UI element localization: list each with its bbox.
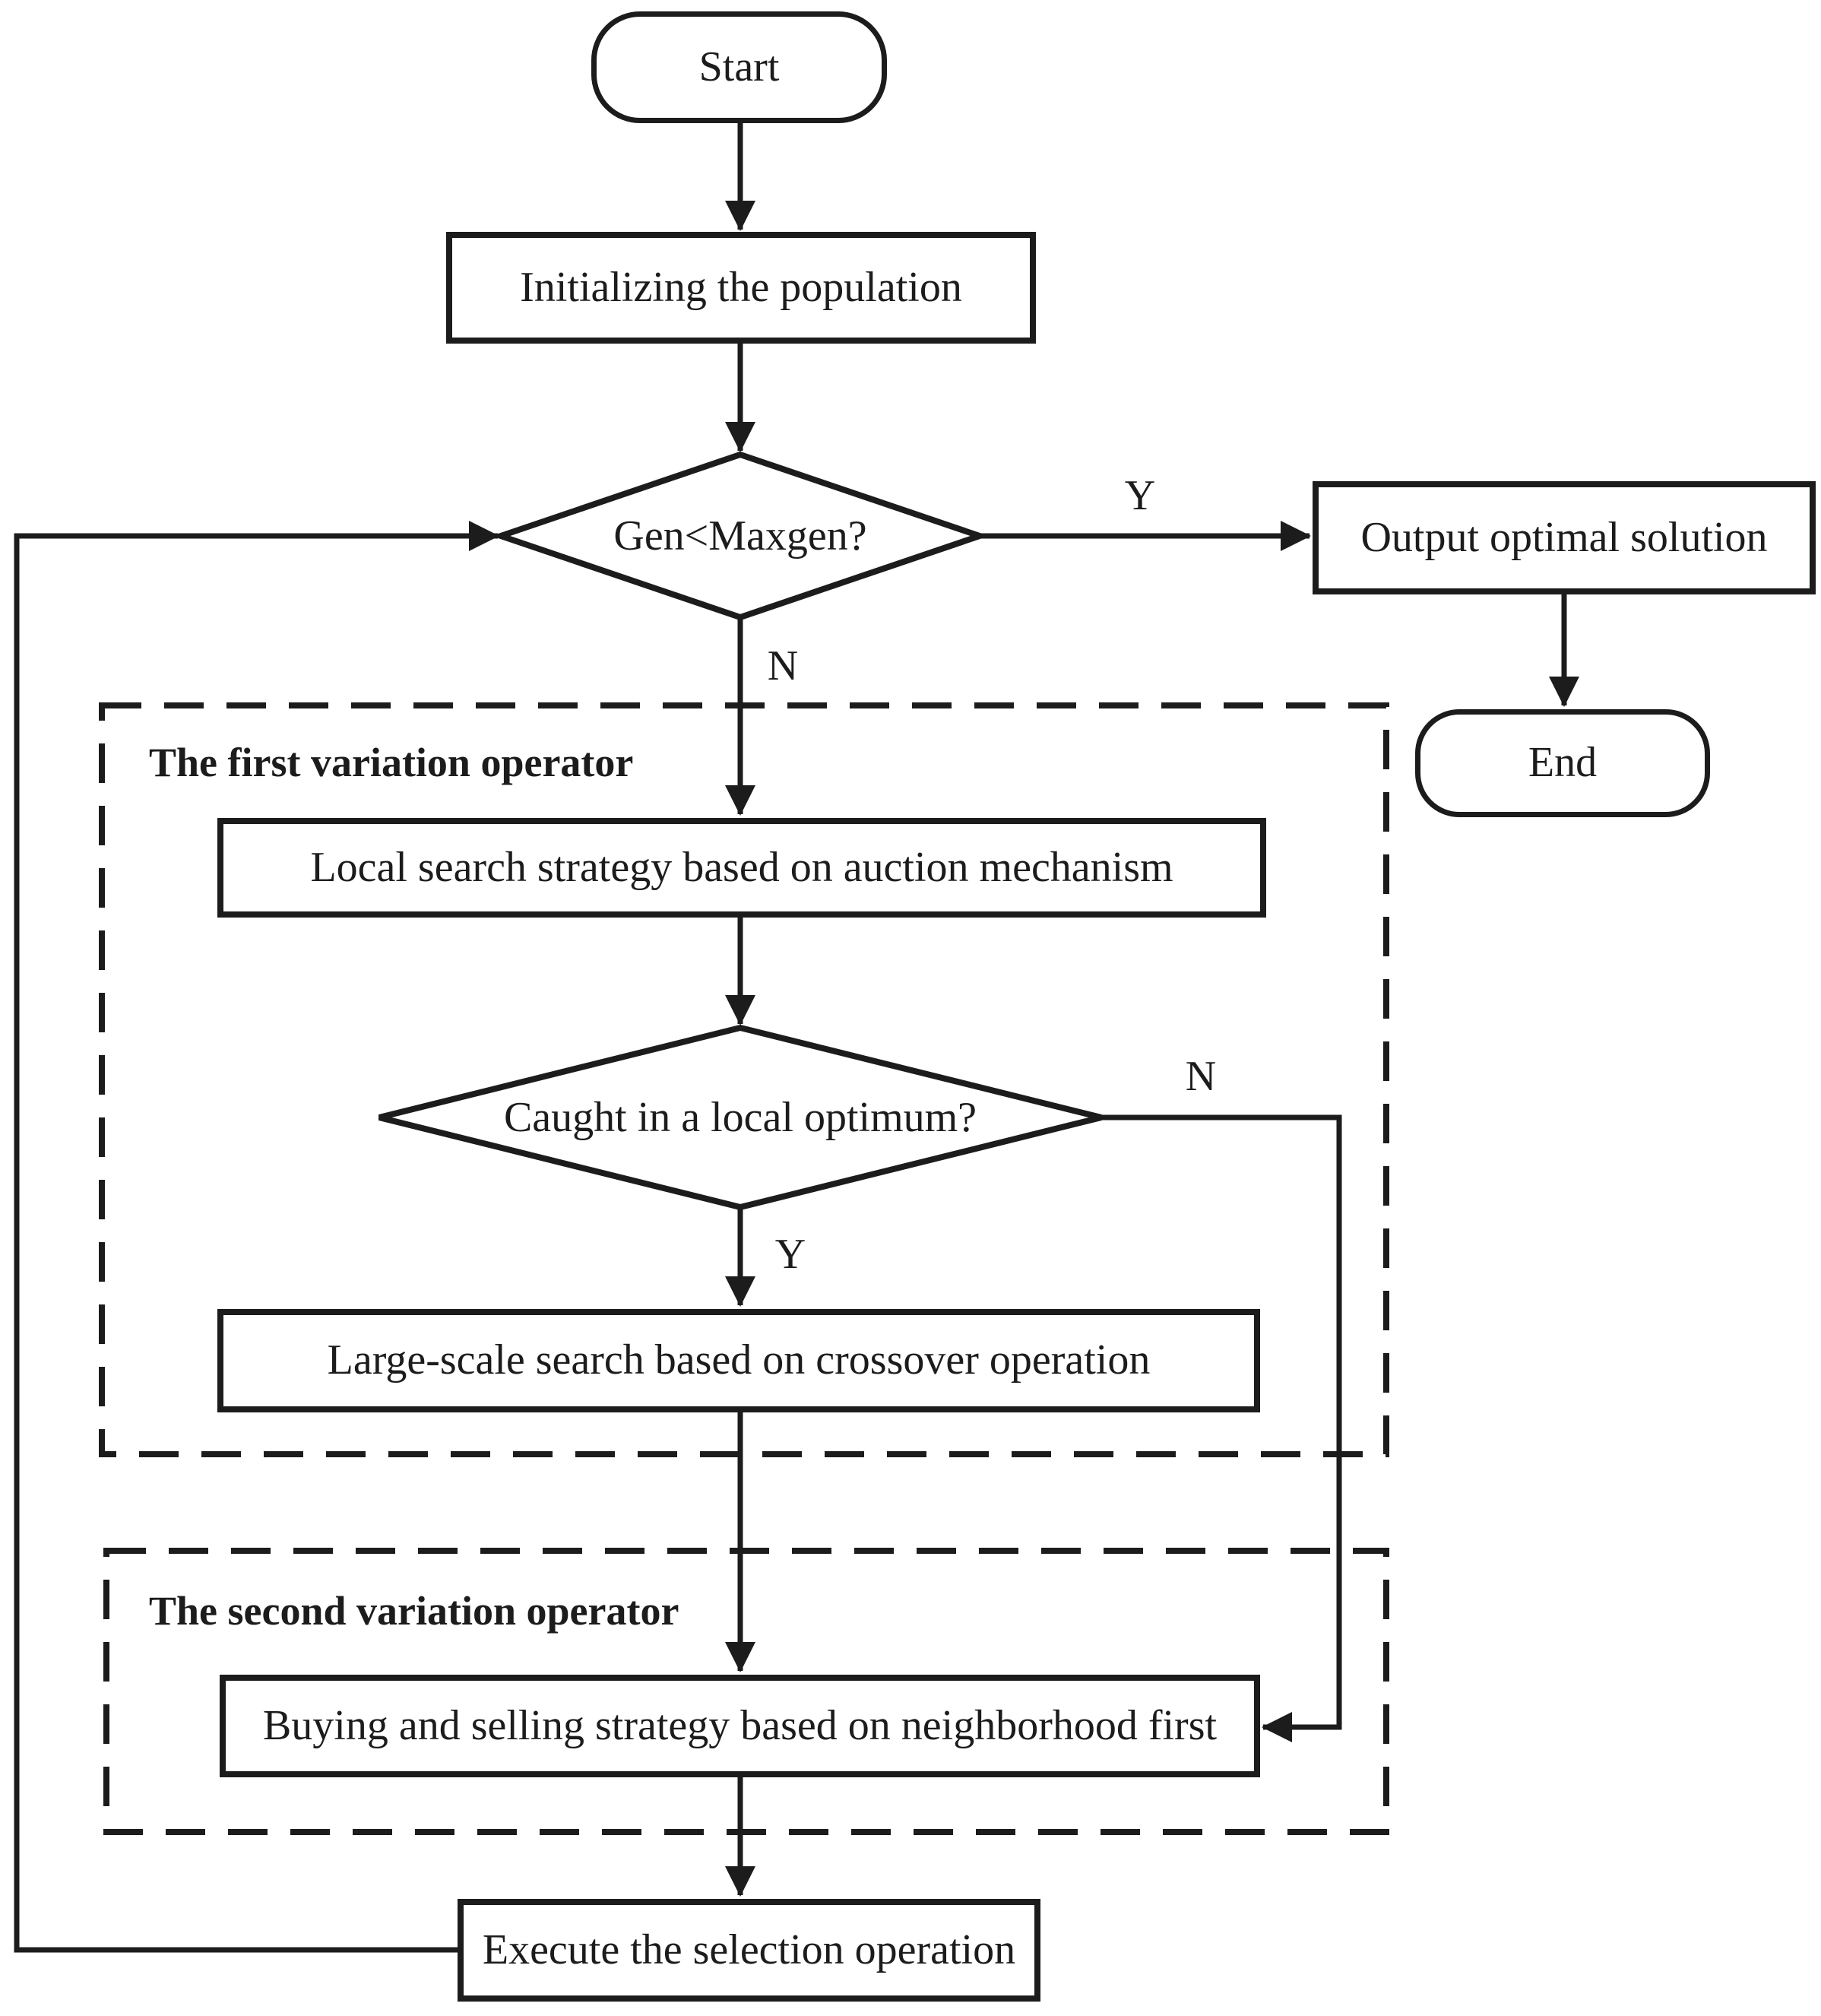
edge-label-optimum-no: N (1185, 1053, 1217, 1100)
decision-gen-check-label: Gen<Maxgen? (613, 512, 867, 559)
node-local-search-strategy: Local search strategy based on auction m… (217, 818, 1266, 918)
group-title-second-variation-operator: The second variation operator (149, 1588, 679, 1634)
node-output-optimal-solution-label: Output optimal solution (1360, 513, 1768, 561)
node-large-scale-search-label: Large-scale search based on crossover op… (327, 1336, 1151, 1384)
node-local-search-strategy-label: Local search strategy based on auction m… (310, 843, 1173, 891)
node-initialize-population: Initializing the population (446, 232, 1036, 344)
node-large-scale-search: Large-scale search based on crossover op… (217, 1309, 1260, 1412)
node-initialize-population-label: Initializing the population (520, 263, 962, 311)
node-execute-selection-label: Execute the selection operation (482, 1926, 1016, 1973)
node-buying-selling-strategy: Buying and selling strategy based on nei… (220, 1675, 1260, 1777)
group-box-second-variation-operator (103, 1548, 1389, 1835)
group-box-first-variation-operator (99, 702, 1389, 1457)
node-output-optimal-solution: Output optimal solution (1313, 481, 1816, 594)
edge-label-gen-no: N (767, 642, 799, 689)
group-title-first-variation-operator: The first variation operator (149, 740, 634, 785)
node-start: Start (591, 11, 887, 123)
edge-optimum-check-no-to-buy-sell (1099, 1114, 1342, 1742)
edge-label-gen-yes: Y (1124, 472, 1156, 519)
decision-optimum-check-label: Caught in a local optimum? (503, 1094, 977, 1141)
node-buying-selling-strategy-label: Buying and selling strategy based on nei… (262, 1701, 1218, 1749)
node-end: End (1415, 709, 1710, 817)
decision-gen-check-shape (491, 451, 990, 621)
decision-optimum-check-shape (378, 1024, 1102, 1211)
edge-label-optimum-yes: Y (774, 1231, 806, 1278)
node-end-label: End (1528, 739, 1598, 787)
node-start-label: Start (698, 43, 780, 90)
node-execute-selection: Execute the selection operation (458, 1899, 1040, 2002)
edge-selection-loop-to-gen-check (14, 521, 499, 1953)
